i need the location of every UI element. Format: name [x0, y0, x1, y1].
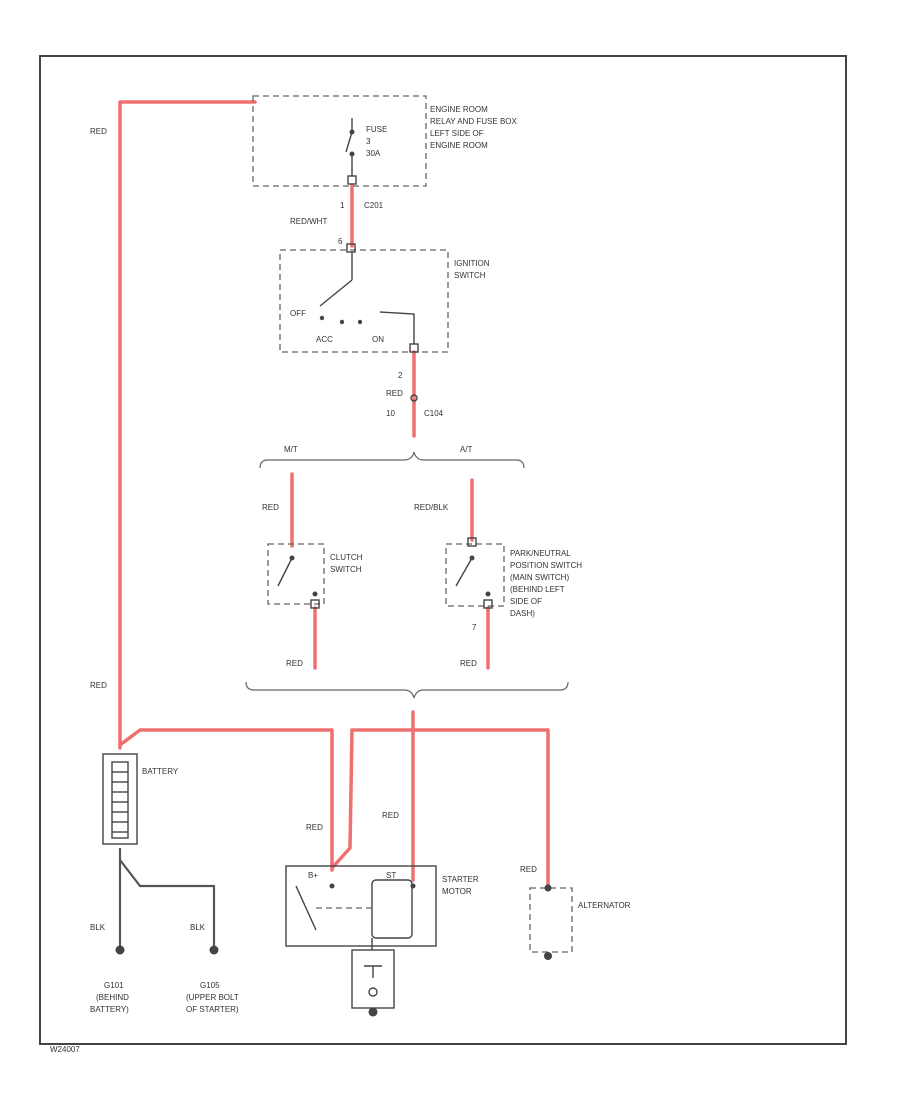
starter-motor-label-line1: STARTER: [442, 875, 479, 884]
battery-wire-label: RED: [90, 681, 107, 690]
alternator: [529, 884, 573, 960]
c201-label: C201: [364, 201, 384, 210]
battery-feed-wire: [118, 100, 257, 750]
ground-wires: [115, 848, 219, 955]
g101-label-line3: BATTERY): [90, 1005, 129, 1014]
figure-code-label: W24007: [50, 1045, 80, 1054]
g105-label-line1: G105: [200, 981, 220, 990]
c104-label: C104: [424, 409, 444, 418]
pn-switch-label-line6: DASH): [510, 609, 535, 618]
starter-to-alternator-wire: [330, 728, 550, 887]
transmission-top-brace: [259, 451, 525, 469]
clutch-switch-label-line2: SWITCH: [330, 565, 362, 574]
clutch-switch: [267, 543, 325, 609]
battery-feed-wire-label: RED: [90, 127, 107, 136]
fuse-label-line2: 3: [366, 137, 371, 146]
ignition-switch-label-line2: SWITCH: [454, 271, 486, 280]
at-input-wire-label: RED/BLK: [414, 503, 449, 512]
ignition-output-wire-label: RED: [386, 389, 403, 398]
starter-b-wire-label: RED: [306, 823, 323, 832]
g105-label-line2: (UPPER BOLT: [186, 993, 239, 1002]
labels: ENGINE ROOM RELAY AND FUSE BOX LEFT SIDE…: [50, 105, 631, 1054]
mt-label: M/T: [284, 445, 298, 454]
red-wires: [118, 100, 550, 887]
ignition-on-label: ON: [372, 335, 384, 344]
battery-icon: [102, 753, 138, 845]
mt-input-wire-label: RED: [262, 503, 279, 512]
at-output-wire-label: RED: [460, 659, 477, 668]
red-wht-wire-label: RED/WHT: [290, 217, 327, 226]
connector-pin-icon: [347, 175, 357, 185]
ignition-switch: [279, 243, 449, 353]
ground-point-g105: [209, 945, 219, 955]
ground-wire-g105: [119, 859, 216, 948]
pn-switch-label-line2: POSITION SWITCH: [510, 561, 582, 570]
clutch-switch-label-line1: CLUTCH: [330, 553, 363, 562]
starter-b-terminal-label: B+: [308, 871, 318, 880]
starter-st-wire-label: RED: [382, 811, 399, 820]
fuse-label-line1: FUSE: [366, 125, 387, 134]
pn-switch-pin-label: 7: [472, 623, 477, 632]
engine-room-fuse-box: [252, 95, 427, 187]
pn-switch-label-line1: PARK/NEUTRAL: [510, 549, 571, 558]
fuse-box-label-line2: RELAY AND FUSE BOX: [430, 117, 518, 126]
g101-label-line2: (BEHIND: [96, 993, 129, 1002]
starter-motor-symbol-icon: [368, 987, 378, 997]
pn-switch-label-line5: SIDE OF: [510, 597, 542, 606]
pn-switch-label-line4: (BEHIND LEFT: [510, 585, 565, 594]
ignition-acc-label: ACC: [316, 335, 333, 344]
ignition-start-pin-label: 2: [398, 371, 403, 380]
c201-pin-label: 1: [340, 201, 345, 210]
transmission-bottom-brace: [245, 681, 569, 699]
c104-pin-label: 10: [386, 409, 395, 418]
fuse-box-label-line1: ENGINE ROOM: [430, 105, 488, 114]
battery-label: BATTERY: [142, 767, 179, 776]
at-label: A/T: [460, 445, 473, 454]
g101-label-line1: G101: [104, 981, 124, 990]
battery-to-starter-wire: [118, 728, 334, 872]
mt-output-wire-label: RED: [286, 659, 303, 668]
connector-c104-icon: [410, 394, 418, 402]
ground-wire-label-1: BLK: [90, 923, 106, 932]
diagram-frame: [39, 55, 847, 1045]
fuse-label-line3: 30A: [366, 149, 381, 158]
ground-wire-label-2: BLK: [190, 923, 206, 932]
ground-point-g101: [115, 945, 125, 955]
starter-motor-label-line2: MOTOR: [442, 887, 472, 896]
ignition-pin-top-label: 6: [338, 237, 343, 246]
alternator-wire-label: RED: [520, 865, 537, 874]
fuse-box-label-line4: ENGINE ROOM: [430, 141, 488, 150]
pn-switch-label-line3: (MAIN SWITCH): [510, 573, 569, 582]
fuse-box-label-line3: LEFT SIDE OF: [430, 129, 484, 138]
alternator-label: ALTERNATOR: [578, 901, 631, 910]
ignition-off-label: OFF: [290, 309, 306, 318]
park-neutral-switch: [445, 537, 505, 609]
starter-motor: [285, 865, 437, 1017]
ignition-switch-label-line1: IGNITION: [454, 259, 490, 268]
starter-st-terminal-label: ST: [386, 871, 396, 880]
g105-label-line3: OF STARTER): [186, 1005, 239, 1014]
